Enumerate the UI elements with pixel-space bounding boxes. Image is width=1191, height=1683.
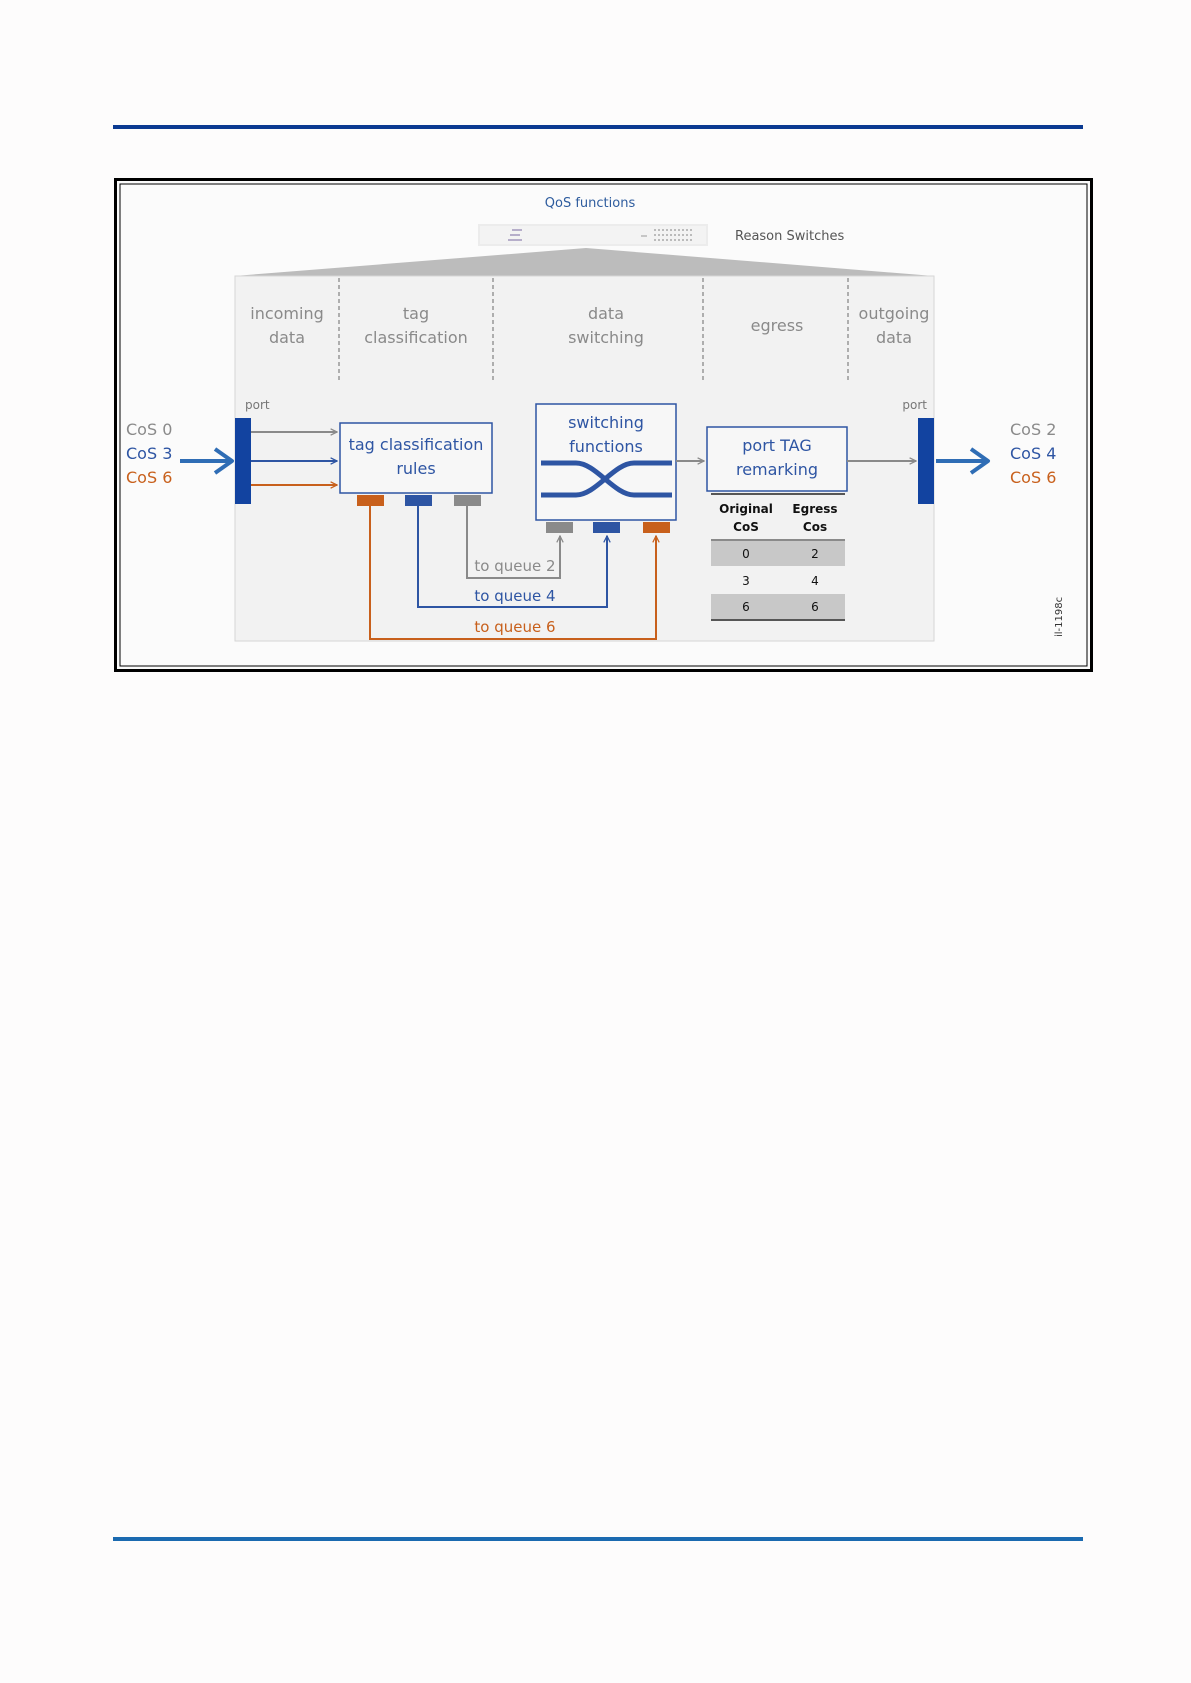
incoming-cos-6: CoS 6 bbox=[126, 468, 172, 487]
table-row-1-original: 0 bbox=[742, 547, 750, 561]
table-row-2-egress: 4 bbox=[811, 574, 819, 588]
outgoing-cos-2: CoS 2 bbox=[1010, 420, 1056, 439]
stage-tag-line1: tag bbox=[403, 304, 429, 323]
table-row-3-egress: 6 bbox=[811, 600, 819, 614]
outgoing-cos-6: CoS 6 bbox=[1010, 468, 1056, 487]
stage-egress: egress bbox=[751, 316, 804, 335]
tag-out-orange bbox=[357, 495, 384, 506]
switch-in-blue bbox=[593, 522, 620, 533]
tag-out-gray bbox=[454, 495, 481, 506]
stage-outgoing-line2: data bbox=[876, 328, 912, 347]
remark-box-line1: port TAG bbox=[742, 436, 811, 455]
queue-2-label: to queue 2 bbox=[474, 557, 555, 575]
device-label: Reason Switches bbox=[735, 229, 844, 244]
switch-in-gray bbox=[546, 522, 573, 533]
stage-tag-line2: classification bbox=[364, 328, 468, 347]
table-header-original-line2: CoS bbox=[733, 520, 759, 534]
table-header-egress-line2: Cos bbox=[803, 520, 827, 534]
table-header-original-line1: Original bbox=[719, 502, 773, 516]
incoming-cos-0: CoS 0 bbox=[126, 420, 172, 439]
port-right-label: port bbox=[902, 398, 927, 412]
figure-id: il-1198c bbox=[1054, 597, 1065, 637]
table-row-1-egress: 2 bbox=[811, 547, 819, 561]
egress-port-bar bbox=[918, 418, 934, 504]
diagram-title: QoS functions bbox=[545, 196, 636, 211]
tag-out-blue bbox=[405, 495, 432, 506]
outgoing-cos-4: CoS 4 bbox=[1010, 444, 1056, 463]
qos-diagram: QoS functions Reason Switches incoming d… bbox=[114, 178, 1093, 672]
tag-box-line1: tag classification bbox=[349, 435, 484, 454]
queue-6-label: to queue 6 bbox=[474, 618, 555, 636]
port-left-label: port bbox=[245, 398, 270, 412]
stage-incoming-line2: data bbox=[269, 328, 305, 347]
stage-outgoing-line1: outgoing bbox=[859, 304, 930, 323]
table-row-3-original: 6 bbox=[742, 600, 750, 614]
table-row-2-original: 3 bbox=[742, 574, 750, 588]
switch-in-orange bbox=[643, 522, 670, 533]
stage-switching-line1: data bbox=[588, 304, 624, 323]
header-rule bbox=[113, 125, 1083, 129]
stage-switching-line2: switching bbox=[568, 328, 644, 347]
tag-box-line2: rules bbox=[396, 459, 435, 478]
ingress-port-bar bbox=[235, 418, 251, 504]
table-row-3-bg bbox=[711, 594, 845, 619]
table-header-egress-line1: Egress bbox=[792, 502, 837, 516]
switch-box-line2: functions bbox=[569, 437, 643, 456]
footer-rule bbox=[113, 1537, 1083, 1541]
tag-classification-box bbox=[340, 423, 492, 493]
incoming-cos-3: CoS 3 bbox=[126, 444, 172, 463]
stage-incoming-line1: incoming bbox=[250, 304, 324, 323]
qos-functions-figure: QoS functions Reason Switches incoming d… bbox=[114, 178, 1093, 672]
table-row-1-bg bbox=[711, 541, 845, 566]
remark-box-line2: remarking bbox=[736, 460, 818, 479]
switch-box-line1: switching bbox=[568, 413, 644, 432]
queue-4-label: to queue 4 bbox=[474, 587, 555, 605]
switch-device-image bbox=[478, 224, 708, 246]
